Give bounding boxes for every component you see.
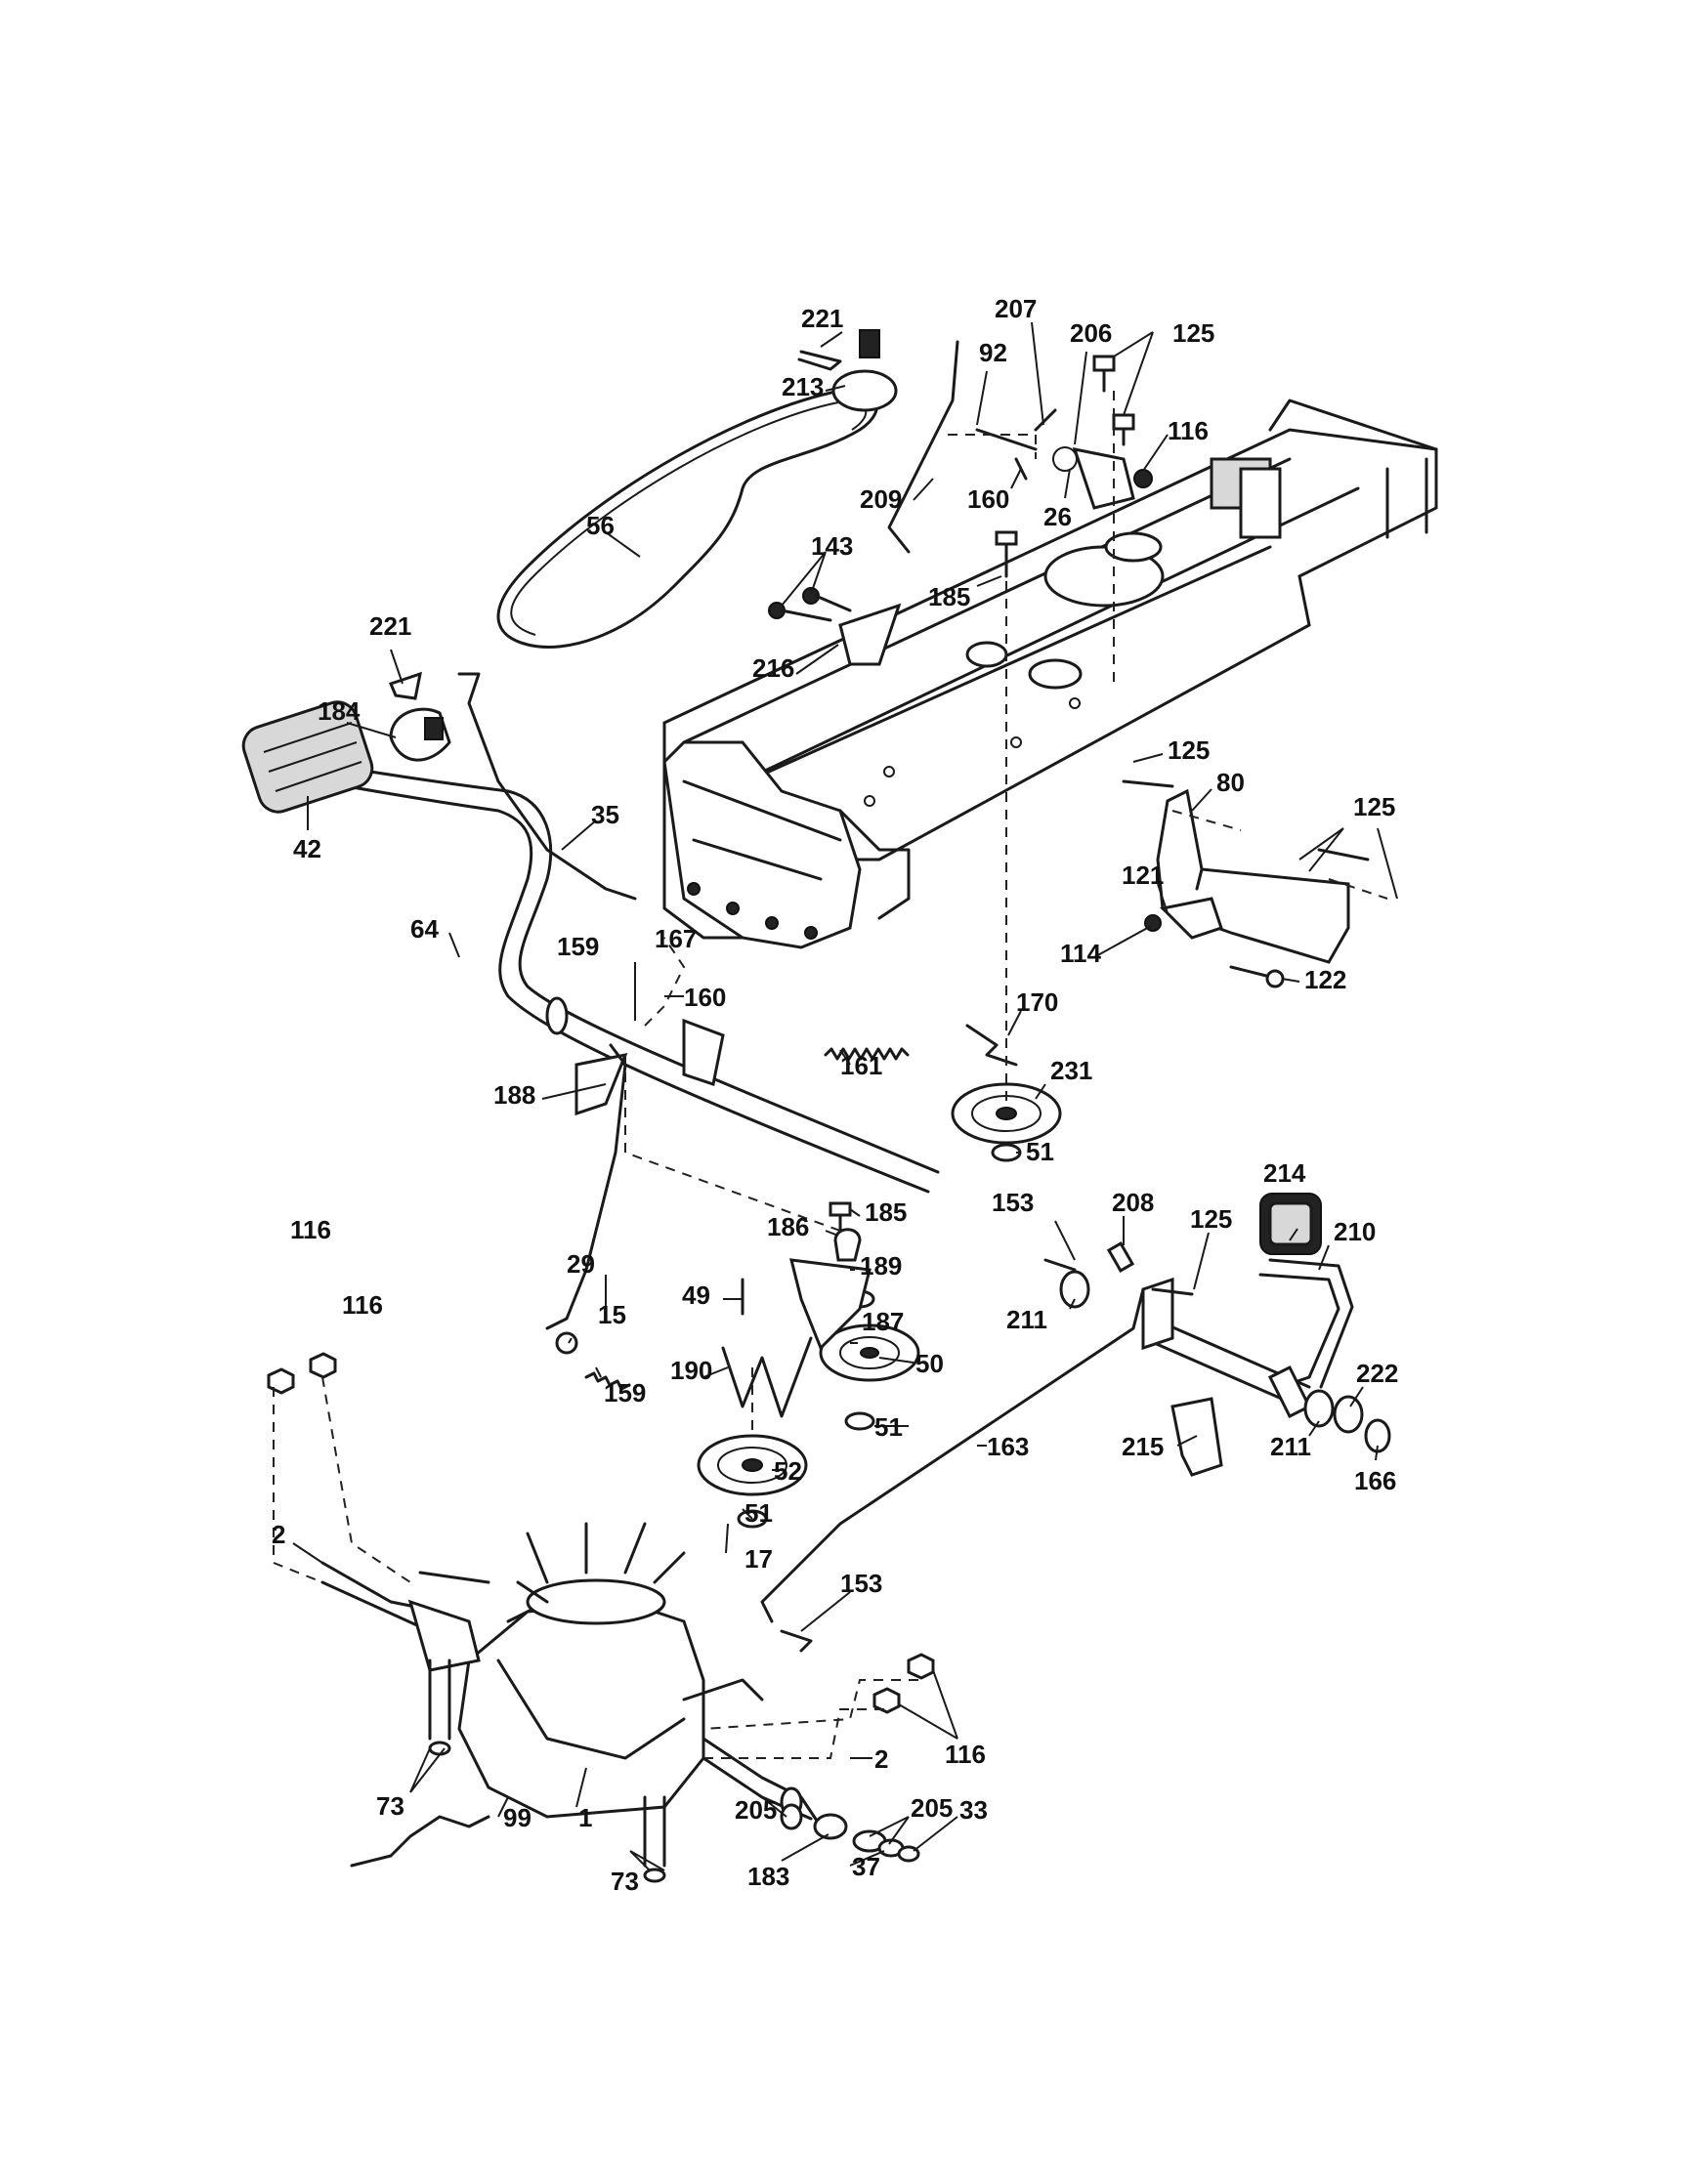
part-label: 186 (767, 1212, 809, 1241)
part-labels: 221 213 207 206 125 92 116 56 209 160 26… (272, 294, 1398, 1896)
part-label: 216 (752, 653, 794, 683)
part-label: 92 (979, 338, 1007, 367)
idler-pulleys (697, 1024, 1062, 1529)
part-label: 183 (747, 1862, 789, 1891)
part-label: 1 (578, 1803, 592, 1832)
part-label: 99 (503, 1803, 532, 1832)
part-label: 125 (1190, 1204, 1232, 1234)
mount-bracket (768, 587, 902, 666)
deck-bracket (1122, 779, 1370, 988)
part-label: 37 (852, 1852, 880, 1881)
part-label: 17 (744, 1544, 773, 1574)
part-label: 210 (1334, 1217, 1376, 1246)
part-label: 189 (860, 1251, 902, 1281)
control-rod-29 (545, 1043, 627, 1330)
part-label: 153 (992, 1188, 1034, 1217)
part-label: 121 (1122, 861, 1164, 890)
part-label: 221 (369, 611, 411, 641)
part-label: 205 (911, 1793, 953, 1823)
part-label: 143 (811, 531, 853, 561)
part-label: 215 (1122, 1432, 1164, 1461)
part-label: 64 (410, 914, 439, 944)
part-label: 159 (557, 932, 599, 961)
part-label: 80 (1216, 768, 1245, 797)
part-label: 116 (290, 1215, 331, 1244)
part-label: 161 (840, 1051, 882, 1080)
part-label: 51 (744, 1498, 773, 1528)
pivot-bracket (975, 355, 1153, 578)
brake-pedal-assembly (1043, 1193, 1391, 1477)
part-label: 125 (1168, 735, 1210, 765)
part-label: 73 (376, 1791, 404, 1821)
part-label: 185 (928, 582, 970, 611)
part-label: 42 (293, 834, 321, 863)
part-label: 73 (611, 1867, 639, 1896)
part-label: 206 (1070, 318, 1112, 348)
part-label: 116 (1168, 416, 1209, 445)
part-label: 51 (874, 1412, 903, 1442)
part-label: 122 (1304, 965, 1346, 994)
washer-15 (555, 1331, 578, 1355)
part-label: 51 (1026, 1137, 1054, 1166)
chassis-frame (662, 399, 1438, 949)
part-label: 205 (735, 1795, 777, 1825)
clip-153 (780, 1629, 813, 1653)
part-label: 190 (670, 1356, 712, 1385)
part-label: 116 (342, 1290, 383, 1320)
part-label: 166 (1354, 1466, 1396, 1495)
part-label: 159 (604, 1378, 646, 1407)
part-label: 50 (915, 1349, 944, 1378)
part-label: 125 (1353, 792, 1395, 821)
part-label: 116 (945, 1740, 986, 1769)
part-label: 222 (1356, 1359, 1398, 1388)
part-label: 2 (272, 1520, 285, 1549)
part-label: 49 (682, 1281, 710, 1310)
part-label: 114 (1060, 939, 1101, 968)
spring-161 (824, 1047, 910, 1061)
part-label: 2 (874, 1744, 888, 1774)
assembly-leader-lines (273, 391, 1388, 1759)
part-label: 153 (840, 1569, 882, 1598)
part-label: 29 (567, 1249, 595, 1279)
part-label: 211 (1270, 1432, 1311, 1461)
part-label: 15 (598, 1300, 626, 1329)
part-label: 52 (774, 1456, 802, 1486)
part-label: 160 (684, 983, 726, 1012)
part-label: 208 (1112, 1188, 1154, 1217)
part-label: 231 (1050, 1056, 1092, 1085)
knob-assembly-left (388, 671, 451, 762)
part-label: 26 (1043, 502, 1072, 531)
part-label: 33 (959, 1795, 988, 1825)
part-label: 125 (1172, 318, 1214, 348)
part-label: 211 (1006, 1305, 1047, 1334)
spring-159 (584, 1371, 631, 1391)
part-label: 214 (1263, 1158, 1306, 1188)
part-label: 163 (987, 1432, 1029, 1461)
part-label: 207 (995, 294, 1037, 323)
part-label: 167 (655, 924, 697, 953)
knob-assembly-top (797, 329, 898, 412)
transaxle (320, 1522, 823, 1883)
callout-lines (292, 321, 1398, 1871)
clutch-cable (457, 672, 637, 901)
brake-rod (760, 1287, 1145, 1623)
part-label: 213 (782, 372, 824, 401)
part-label: 35 (591, 800, 619, 829)
part-label: 188 (493, 1080, 535, 1110)
drive-belt (496, 388, 878, 649)
part-label: 170 (1016, 987, 1058, 1017)
part-label: 185 (865, 1197, 907, 1227)
part-label: 209 (860, 484, 902, 514)
part-label: 184 (318, 696, 361, 726)
part-label: 160 (967, 484, 1009, 514)
part-label: 221 (801, 304, 843, 333)
part-label: 56 (586, 511, 615, 540)
pedal-shaft-assembly (241, 700, 940, 1194)
part-label: 187 (862, 1307, 904, 1336)
lift-rod (887, 340, 959, 554)
